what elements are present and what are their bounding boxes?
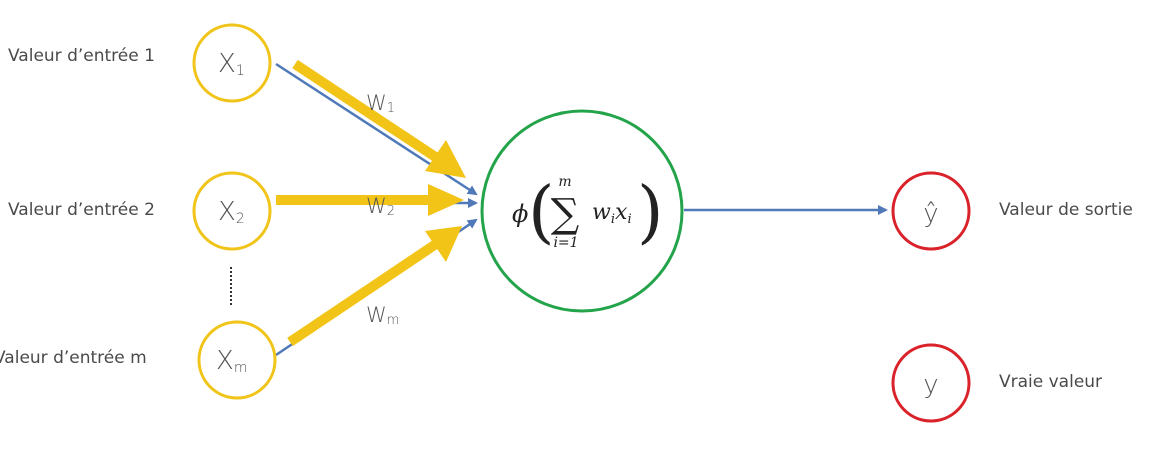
neuron-node: ϕ ( m ∑ i=1 wixi )	[480, 109, 684, 313]
input-node-m: Xm	[197, 320, 277, 400]
sum-upper-limit: m	[558, 174, 571, 190]
weight-arrow-1	[292, 59, 466, 178]
weight-arrow-2	[276, 184, 464, 216]
sum-term: wixi	[592, 200, 632, 227]
vertical-ellipsis	[230, 267, 236, 305]
svg-text:y: y	[923, 370, 938, 400]
output-label-predicted: Valeur de sortie	[999, 200, 1133, 220]
output-node-true: y	[891, 343, 971, 423]
input-label-m: Valeur d’entrée m	[0, 348, 147, 368]
output-node-predicted: ŷ	[891, 171, 971, 251]
sum-symbol: ∑	[551, 191, 580, 237]
weight-label-2: W2	[366, 194, 395, 219]
right-paren: )	[637, 173, 664, 252]
sum-lower-limit: i=1	[553, 235, 578, 251]
output-label-true: Vraie valeur	[999, 372, 1103, 392]
svg-text:ŷ: ŷ	[923, 199, 938, 229]
weight-arrow-m	[287, 226, 462, 347]
activation-phi: ϕ	[512, 200, 528, 228]
svg-text:X2: X2	[218, 197, 245, 227]
weight-label-1: W1	[366, 91, 395, 116]
input-node-2: X2	[192, 171, 272, 251]
svg-text:X1: X1	[218, 49, 245, 79]
left-paren: (	[528, 173, 555, 252]
input-node-1: X1	[192, 23, 272, 103]
input-label-2: Valeur d’entrée 2	[8, 200, 155, 220]
svg-text:Xm: Xm	[216, 346, 247, 376]
input-label-1: Valeur d’entrée 1	[8, 46, 155, 66]
weight-label-m: Wm	[366, 303, 399, 328]
